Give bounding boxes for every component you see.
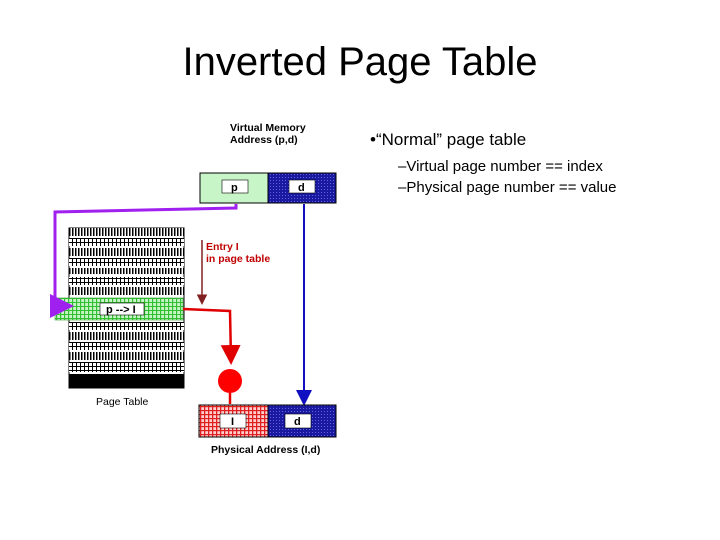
bullet-main: •“Normal” page table — [370, 130, 527, 149]
virtual-p-cell: p — [231, 182, 238, 194]
page-table-entry-cell: p --> I — [106, 304, 136, 316]
bullet-sub-1: –Virtual page number == index — [398, 158, 603, 175]
index-dot-icon — [218, 369, 242, 393]
purple-lookup-arrow — [50, 204, 238, 318]
virtual-address-label-line2: Address (p,d) — [230, 134, 298, 146]
bullet-sub-2: –Physical page number == value — [398, 179, 617, 196]
red-index-arrow — [182, 307, 241, 365]
virtual-d-cell: d — [298, 182, 305, 194]
slide-title: Inverted Page Table — [182, 40, 538, 84]
entry-label-line2: in page table — [206, 253, 270, 265]
physical-i-cell: I — [231, 416, 234, 428]
physical-address-box: I d — [198, 404, 337, 438]
entry-label-line1: Entry I — [206, 241, 239, 253]
page-table-label: Page Table — [96, 396, 149, 408]
page-table: p --> I — [54, 227, 185, 389]
virtual-address-box: p d — [199, 172, 337, 204]
physical-address-label: Physical Address (I,d) — [211, 444, 320, 456]
bullet-list: •“Normal” page table –Virtual page numbe… — [370, 130, 710, 200]
physical-d-cell: d — [294, 416, 301, 428]
virtual-address-label-line1: Virtual Memory — [230, 122, 306, 134]
